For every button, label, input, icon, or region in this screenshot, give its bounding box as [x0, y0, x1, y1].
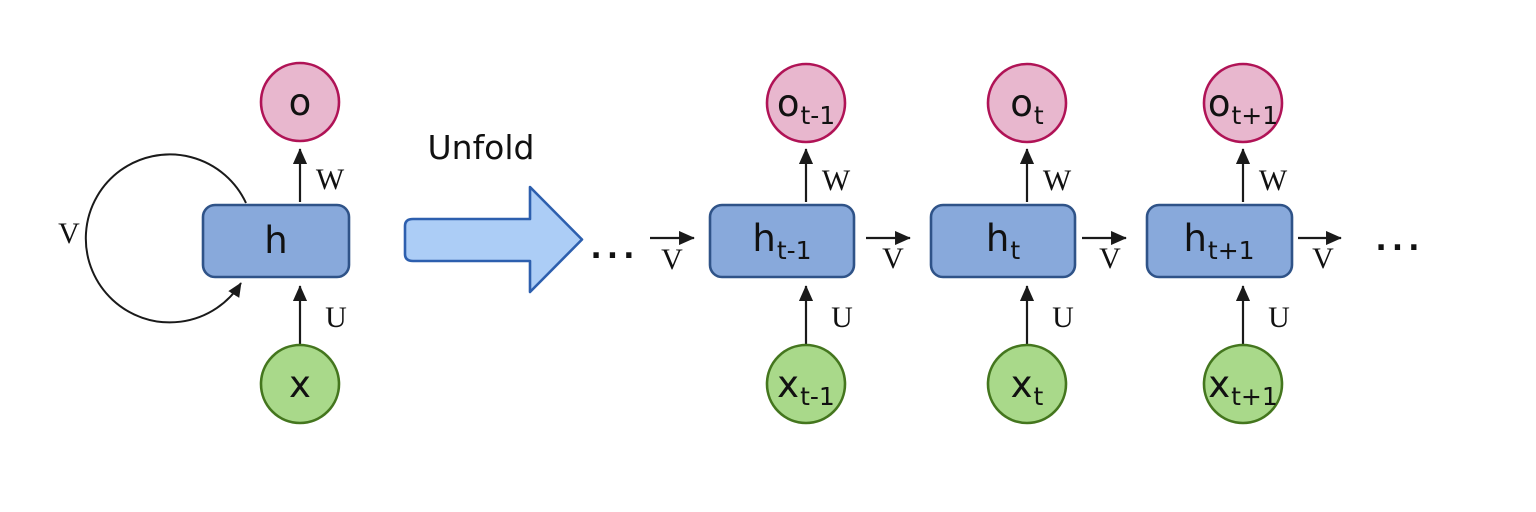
unit-t: W U ot ht xt V: [929, 62, 1127, 425]
unfold-indicator: Unfold: [403, 128, 584, 294]
input-node-label: xt-1: [777, 363, 835, 411]
weight-label-u: U: [1052, 301, 1074, 334]
output-node: [986, 62, 1068, 144]
hidden-node-label: ht+1: [1183, 217, 1254, 265]
hidden-node: [201, 203, 351, 279]
input-node: [986, 343, 1068, 425]
folded-rnn: V W U o h x: [58, 61, 351, 425]
weight-label-w: W: [1043, 164, 1072, 197]
weight-label-v: V: [882, 242, 904, 275]
input-node: [259, 343, 341, 425]
weight-label-v: V: [58, 217, 80, 250]
unfold-arrow: [403, 185, 584, 294]
recurrent-loop-arrow: [84, 153, 247, 324]
unit-t-plus-1: W U ot+1 ht+1 xt+1 V: [1145, 62, 1342, 425]
unit-t-minus-1: W U ot-1 ht-1 xt-1 V: [708, 62, 911, 425]
hidden-node-label: h: [264, 219, 287, 262]
hidden-node-label: ht: [986, 217, 1020, 265]
output-node: [1202, 62, 1284, 144]
hidden-node: [929, 203, 1077, 279]
input-node-label: xt+1: [1208, 363, 1278, 411]
output-node-label: ot: [1010, 82, 1044, 130]
unfold-label: Unfold: [428, 128, 535, 167]
weight-label-u: U: [1268, 301, 1290, 334]
weight-label-u: U: [325, 301, 347, 334]
input-node: [1202, 343, 1284, 425]
output-node-label: o: [289, 81, 312, 124]
output-node-label: ot+1: [1208, 82, 1278, 130]
input-node: [765, 343, 847, 425]
weight-label-w: W: [822, 164, 851, 197]
weight-label-w: W: [316, 163, 345, 196]
hidden-node: [1145, 203, 1294, 279]
input-node-label: x: [289, 363, 311, 406]
output-node-label: ot-1: [777, 82, 835, 130]
unfolded-rnn: ... V W U ot-1 ht-1 xt-1 V W U ot: [590, 62, 1424, 425]
trail-ellipsis: ...: [1375, 223, 1424, 258]
lead-ellipsis: ...: [590, 231, 639, 266]
output-node: [259, 61, 341, 143]
hidden-node: [708, 203, 856, 279]
weight-label-v-lead: V: [661, 243, 683, 276]
input-node-label: xt: [1011, 363, 1044, 411]
weight-label-u: U: [831, 301, 853, 334]
weight-label-v: V: [1312, 242, 1334, 275]
weight-label-w: W: [1259, 164, 1288, 197]
hidden-node-label: ht-1: [752, 217, 811, 265]
output-node: [765, 62, 847, 144]
weight-label-v: V: [1099, 242, 1121, 275]
